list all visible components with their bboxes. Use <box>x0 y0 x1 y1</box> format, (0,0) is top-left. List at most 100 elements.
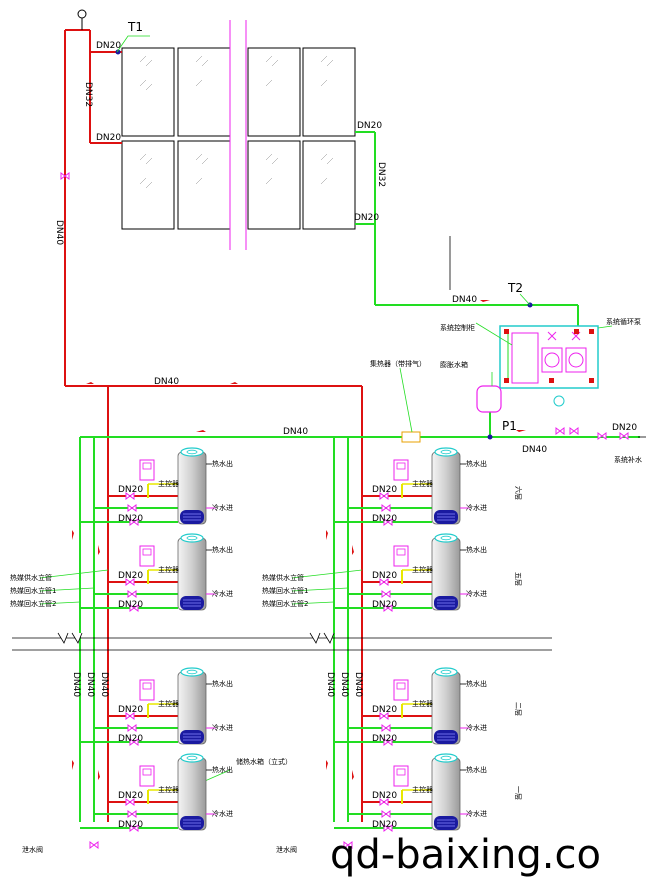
label-riser-return1-right: 热媒回水立管1 <box>262 586 308 595</box>
unit-label-hot-out: 热水出 <box>212 545 233 554</box>
array-break-lines <box>229 20 247 250</box>
label-riser-supply-right: 热媒供水立管 <box>262 573 304 582</box>
unit-heat-coil-lines <box>183 599 201 607</box>
label-storage-tank: 储热水箱（立式） <box>236 757 292 766</box>
floor-unit-group: DN20DN20主控器热水出冷水进DN20DN20主控器热水出冷水进DN20DN… <box>80 447 487 832</box>
unit-label-controller: 主控器 <box>158 479 179 488</box>
unit-tank-cap-inner <box>440 535 452 541</box>
unit-label-dn20-return: DN20 <box>372 514 397 524</box>
unit-label-dn20-supply: DN20 <box>372 571 397 581</box>
flow-arrows <box>72 300 526 780</box>
unit-valve <box>127 724 137 732</box>
label-dn40-left-a: DN40 <box>71 672 81 697</box>
label-dn40-return: DN40 <box>452 295 477 305</box>
unit-controller-screen <box>142 462 152 470</box>
label-control-cabinet: 系统控制柜 <box>440 323 475 332</box>
unit-tank-cap-inner <box>440 449 452 455</box>
auxiliary-lines <box>12 236 646 651</box>
unit-tank-cap-inner <box>186 755 198 761</box>
unit-valve <box>127 504 137 512</box>
label-floor-2: 二层 <box>514 702 522 716</box>
unit-label-dn20-return: DN20 <box>118 734 143 744</box>
unit-valve <box>127 590 137 598</box>
unit-valve <box>125 492 135 500</box>
unit-tank-cap-inner <box>186 449 198 455</box>
unit-label-dn20-return: DN20 <box>118 514 143 524</box>
unit-label-dn20-supply: DN20 <box>372 791 397 801</box>
unit-controller-screen <box>396 768 406 776</box>
unit-valve <box>383 518 393 526</box>
label-riser-return1-left: 热媒回水立管1 <box>10 586 56 595</box>
unit-label-controller: 主控器 <box>412 565 433 574</box>
unit-label-cold-in: 冷水进 <box>212 809 233 818</box>
collector-glare-marks <box>139 55 334 189</box>
unit-heat-coil-lines <box>437 513 455 521</box>
unit-label-dn20-return: DN20 <box>118 820 143 830</box>
unit-label-controller: 主控器 <box>158 785 179 794</box>
unit-label-hot-out: 热水出 <box>466 765 487 774</box>
pump-icons <box>541 331 587 373</box>
label-dn20-collector-top: DN20 <box>96 41 121 51</box>
unit-valve <box>125 578 135 586</box>
label-riser-return2-left: 热媒回水立管2 <box>10 599 56 608</box>
unit-label-dn20-return: DN20 <box>372 820 397 830</box>
unit-heat-coil-lines <box>183 819 201 827</box>
collector-row-top <box>121 47 356 137</box>
unit-label-dn20-return: DN20 <box>118 600 143 610</box>
unit-label-hot-out: 热水出 <box>466 679 487 688</box>
unit-valve <box>125 712 135 720</box>
unit-label-dn20-supply: DN20 <box>118 571 143 581</box>
unit-controller-screen <box>142 682 152 690</box>
unit-valve <box>379 798 389 806</box>
unit-label-cold-in: 冷水进 <box>466 503 487 512</box>
exhaust-valve <box>401 431 421 443</box>
unit-label-controller: 主控器 <box>412 785 433 794</box>
label-p1: P1 <box>502 419 517 433</box>
unit-label-controller: 主控器 <box>412 699 433 708</box>
red-supply-piping <box>64 29 363 822</box>
unit-tank-cap-inner <box>186 535 198 541</box>
unit-tank-cap-inner <box>440 669 452 675</box>
unit-valve <box>129 604 139 612</box>
label-t1: T1 <box>127 20 143 34</box>
label-dn20-outlet-top: DN20 <box>357 121 382 131</box>
unit-controller-screen <box>142 768 152 776</box>
unit-label-hot-out: 热水出 <box>212 765 233 774</box>
expansion-tank <box>476 385 502 413</box>
label-dn40-right-b: DN40 <box>339 672 349 697</box>
label-dn40-riser: DN40 <box>54 220 64 245</box>
label-dn40-red-main: DN40 <box>154 377 179 387</box>
unit-valve <box>381 590 391 598</box>
unit-label-cold-in: 冷水进 <box>466 809 487 818</box>
watermark: qd-baixing.co <box>330 832 601 878</box>
unit-controller-screen <box>396 462 406 470</box>
break-symbols <box>57 632 335 644</box>
unit-valve <box>381 810 391 818</box>
label-exhaust-valve: 集热器（带排气） <box>370 359 426 368</box>
solar-collector-array <box>121 20 356 250</box>
label-system-supply: 系统补水 <box>614 455 642 464</box>
unit-heat-coil-lines <box>437 733 455 741</box>
label-dn32-left: DN32 <box>83 82 93 107</box>
unit-tank-cap-inner <box>186 669 198 675</box>
unit-label-controller: 主控器 <box>158 565 179 574</box>
label-dn40-left-b: DN40 <box>85 672 95 697</box>
unit-label-dn20-supply: DN20 <box>118 485 143 495</box>
unit-label-dn20-return: DN20 <box>372 734 397 744</box>
unit-label-controller: 主控器 <box>158 699 179 708</box>
unit-label-cold-in: 冷水进 <box>466 723 487 732</box>
unit-label-dn20-supply: DN20 <box>118 705 143 715</box>
unit-label-dn20-return: DN20 <box>372 600 397 610</box>
unit-controller-screen <box>396 682 406 690</box>
unit-label-controller: 主控器 <box>412 479 433 488</box>
unit-label-cold-in: 冷水进 <box>212 503 233 512</box>
unit-heat-coil-lines <box>437 819 455 827</box>
